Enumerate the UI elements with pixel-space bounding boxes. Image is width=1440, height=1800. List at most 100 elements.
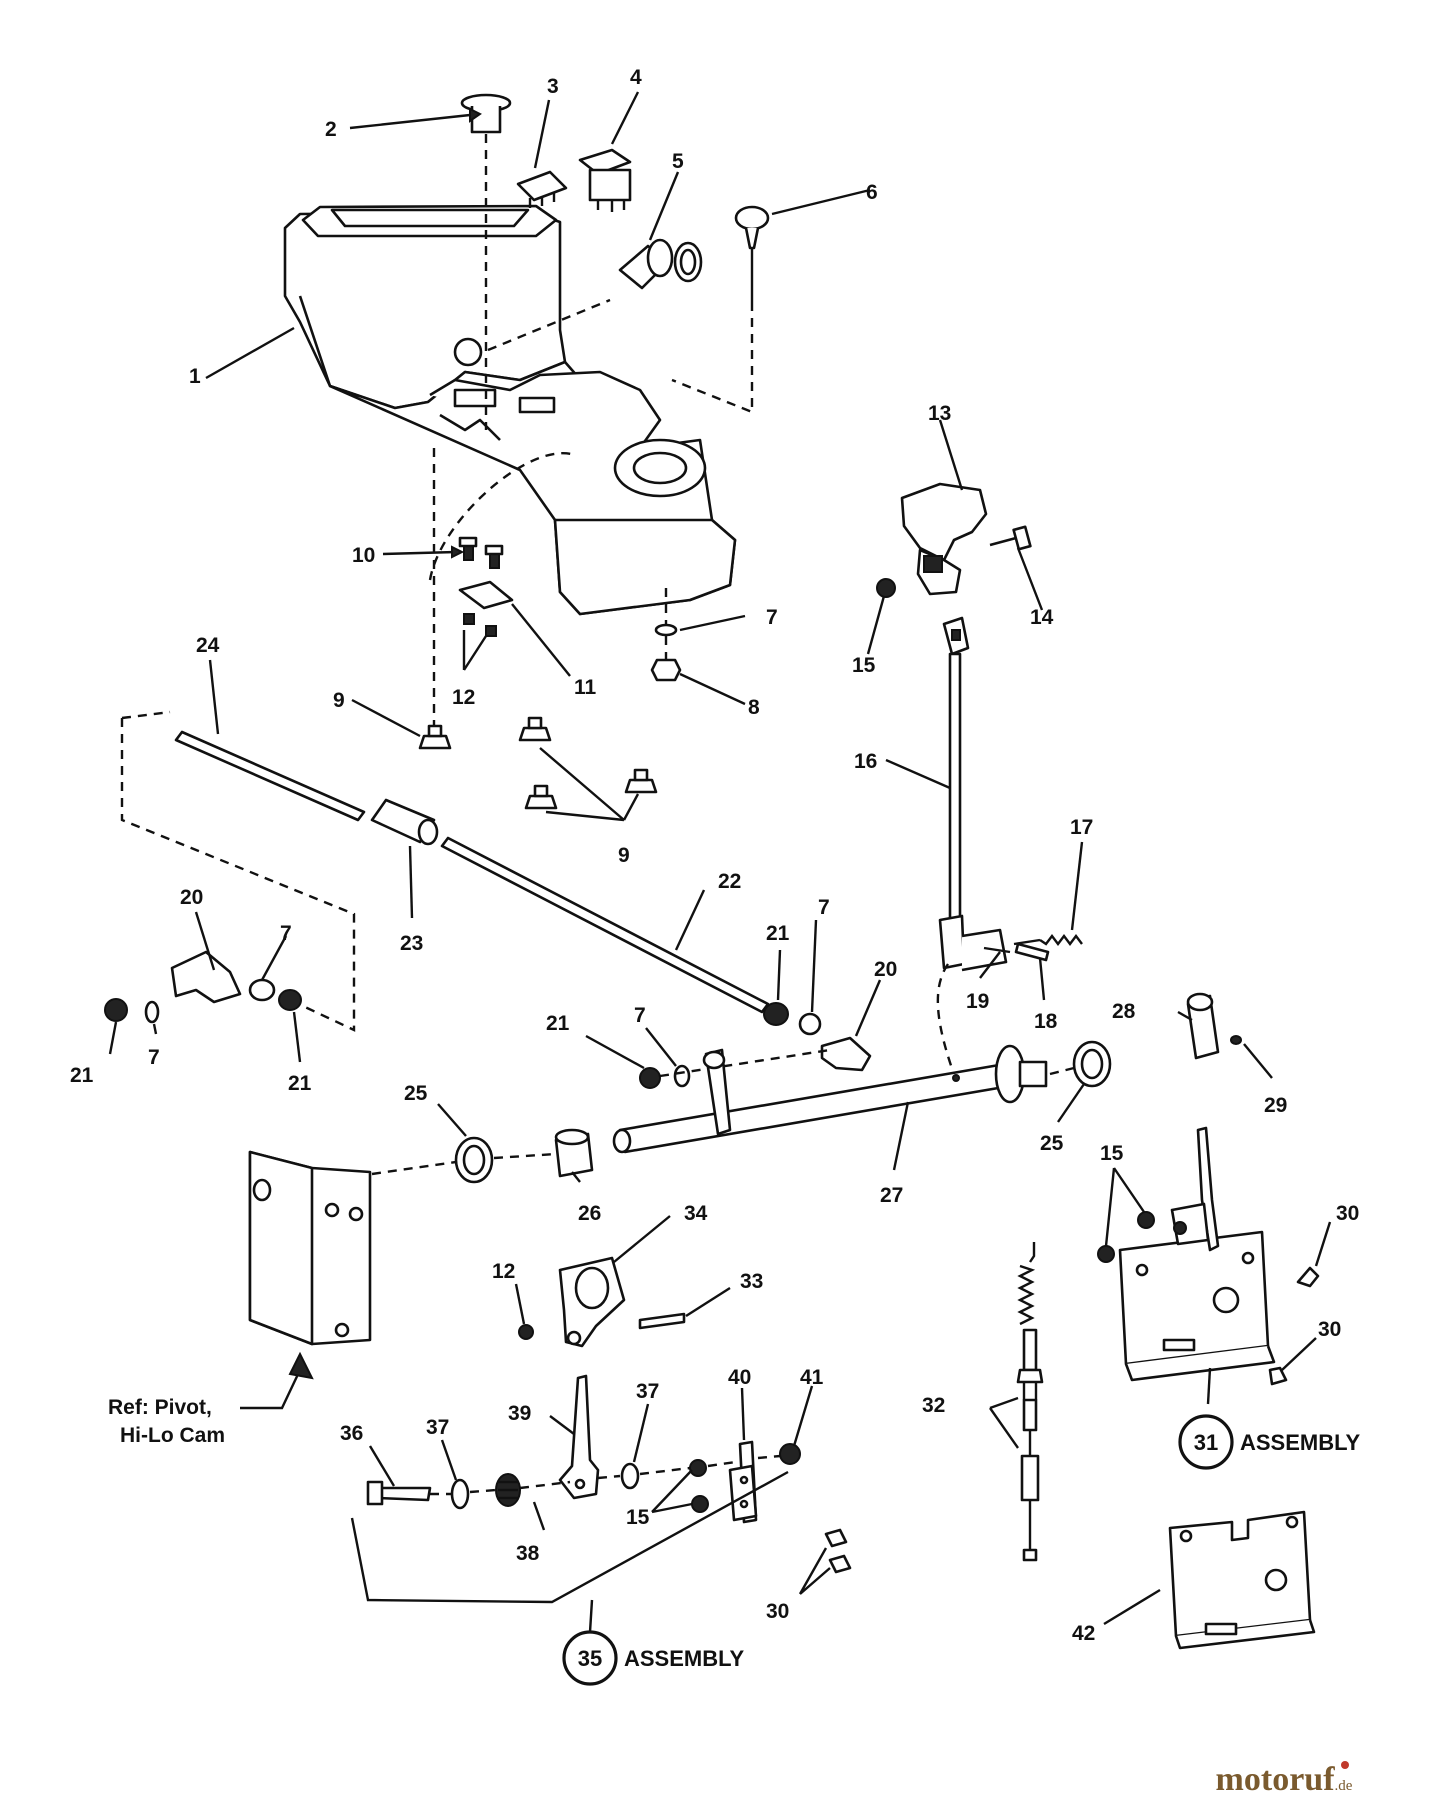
rod-part-24 xyxy=(174,730,366,822)
callout-41: 41 xyxy=(800,1366,824,1389)
switch-part-4 xyxy=(578,148,632,212)
ref-arrow xyxy=(240,1369,302,1410)
callout-20b: 20 xyxy=(874,958,897,981)
bushing-part-25a xyxy=(454,1136,494,1184)
callout-16: 16 xyxy=(854,750,877,773)
bracket-parts-10-12 xyxy=(458,536,514,637)
bracket-part-40 xyxy=(728,1440,758,1524)
watermark-brand: motoruf xyxy=(1216,1761,1336,1798)
callout-21b: 21 xyxy=(288,1072,312,1095)
callout-33: 33 xyxy=(740,1270,763,1293)
handle-part-28 xyxy=(1186,992,1220,1060)
callout-26: 26 xyxy=(578,1202,601,1225)
shift-lever-part-16 xyxy=(938,616,1008,972)
callout-8: 8 xyxy=(748,696,760,719)
callout-28: 28 xyxy=(1112,1000,1136,1023)
callout-34: 34 xyxy=(684,1202,708,1225)
callout-30c: 30 xyxy=(766,1600,789,1623)
callout-18: 18 xyxy=(1034,1010,1058,1033)
callout-38: 38 xyxy=(516,1542,540,1565)
assembly-31-text: ASSEMBLY xyxy=(1240,1430,1361,1455)
assembly-31-number: 31 xyxy=(1194,1430,1218,1455)
callout-11: 11 xyxy=(574,676,597,699)
callout-15b: 15 xyxy=(1100,1142,1124,1165)
nut-part-30c2 xyxy=(828,1554,852,1574)
nut-part-30b xyxy=(1268,1366,1288,1386)
washer-part-7 xyxy=(654,623,678,637)
callout-37b: 37 xyxy=(636,1380,659,1403)
ref-note-line2: Hi-Lo Cam xyxy=(120,1424,225,1447)
callout-30a: 30 xyxy=(1336,1202,1359,1225)
assembly-35-bracket xyxy=(350,1470,789,1604)
callout-17: 17 xyxy=(1070,816,1093,839)
nut-part-12b xyxy=(518,1324,534,1340)
svg-text:motoruf.de: motoruf.de xyxy=(1216,1761,1353,1798)
callout-1: 1 xyxy=(189,365,201,388)
callout-24: 24 xyxy=(196,634,220,657)
callout-21c: 21 xyxy=(766,922,790,945)
screw-part-33 xyxy=(638,1312,686,1330)
callout-numbers: 1 2 3 4 5 6 7 8 9 10 11 12 13 14 15 16 1… xyxy=(70,66,1359,1645)
coupler-part-23 xyxy=(370,798,439,846)
left-fitting-cluster xyxy=(104,950,302,1024)
spring-part-17 xyxy=(1013,934,1083,946)
callout-32: 32 xyxy=(922,1394,945,1417)
callout-37a: 37 xyxy=(426,1416,449,1439)
nut-part-8 xyxy=(650,658,682,682)
callout-21a: 21 xyxy=(70,1064,94,1087)
callout-15c: 15 xyxy=(626,1506,650,1529)
callout-30b: 30 xyxy=(1318,1318,1341,1341)
cam-part-34 xyxy=(558,1256,626,1348)
watermark-suffix: .de xyxy=(1335,1778,1353,1794)
choke-knob-part-6 xyxy=(734,205,770,302)
nut-part-15a xyxy=(876,578,896,598)
callout-7b: 7 xyxy=(280,922,292,945)
lever-part-39 xyxy=(558,1374,600,1500)
shift-knob-part-13 xyxy=(900,482,988,596)
screw-part-29 xyxy=(1230,1035,1242,1045)
callout-15a: 15 xyxy=(852,654,876,677)
watermark-logo: motoruf.de xyxy=(1216,1761,1353,1798)
callout-9a: 9 xyxy=(333,689,345,712)
callout-19: 19 xyxy=(966,990,989,1013)
nut-part-30a xyxy=(1296,1266,1320,1288)
bolt-part-36 xyxy=(366,1480,432,1506)
callout-12b: 12 xyxy=(492,1260,515,1283)
callout-23: 23 xyxy=(400,932,423,955)
ignition-part-5 xyxy=(618,238,703,290)
callout-10: 10 xyxy=(352,544,375,567)
screw-part-14 xyxy=(989,525,1032,551)
callout-12a: 12 xyxy=(452,686,475,709)
callout-7c: 7 xyxy=(148,1046,160,1069)
callout-29: 29 xyxy=(1264,1094,1287,1117)
callout-25a: 25 xyxy=(404,1082,428,1105)
plate-part-42 xyxy=(1168,1510,1316,1650)
console-body xyxy=(283,204,737,616)
leader-lines xyxy=(108,91,1332,1633)
pin-part-18-19 xyxy=(983,942,1050,962)
callout-42: 42 xyxy=(1072,1622,1095,1645)
washer-part-37b xyxy=(620,1462,640,1490)
callout-40: 40 xyxy=(728,1366,751,1389)
callout-6: 6 xyxy=(866,181,878,204)
assembly-31-label: 31 ASSEMBLY xyxy=(1178,1414,1361,1470)
rod-part-22 xyxy=(440,836,770,1014)
callout-21d: 21 xyxy=(546,1012,570,1035)
plug-part-3 xyxy=(516,170,568,208)
callout-27: 27 xyxy=(880,1184,903,1207)
assembly-35-label: 35 ASSEMBLY xyxy=(562,1630,745,1686)
ref-pivot-plate xyxy=(248,1150,372,1346)
callout-5: 5 xyxy=(672,150,684,173)
assembly-35-number: 35 xyxy=(578,1646,602,1671)
bushing-part-25b xyxy=(1072,1040,1112,1088)
callout-22: 22 xyxy=(718,870,741,893)
callout-36: 36 xyxy=(340,1422,363,1445)
ref-note-line1: Ref: Pivot, xyxy=(108,1396,212,1419)
callout-3: 3 xyxy=(547,75,559,98)
callout-25b: 25 xyxy=(1040,1132,1064,1155)
nut-part-15c1 xyxy=(689,1459,707,1477)
plate-assembly-31 xyxy=(1097,1126,1276,1382)
nut-part-30c1 xyxy=(824,1528,848,1548)
main-shaft-part-27 xyxy=(612,1044,1048,1154)
callout-14: 14 xyxy=(1030,606,1054,629)
